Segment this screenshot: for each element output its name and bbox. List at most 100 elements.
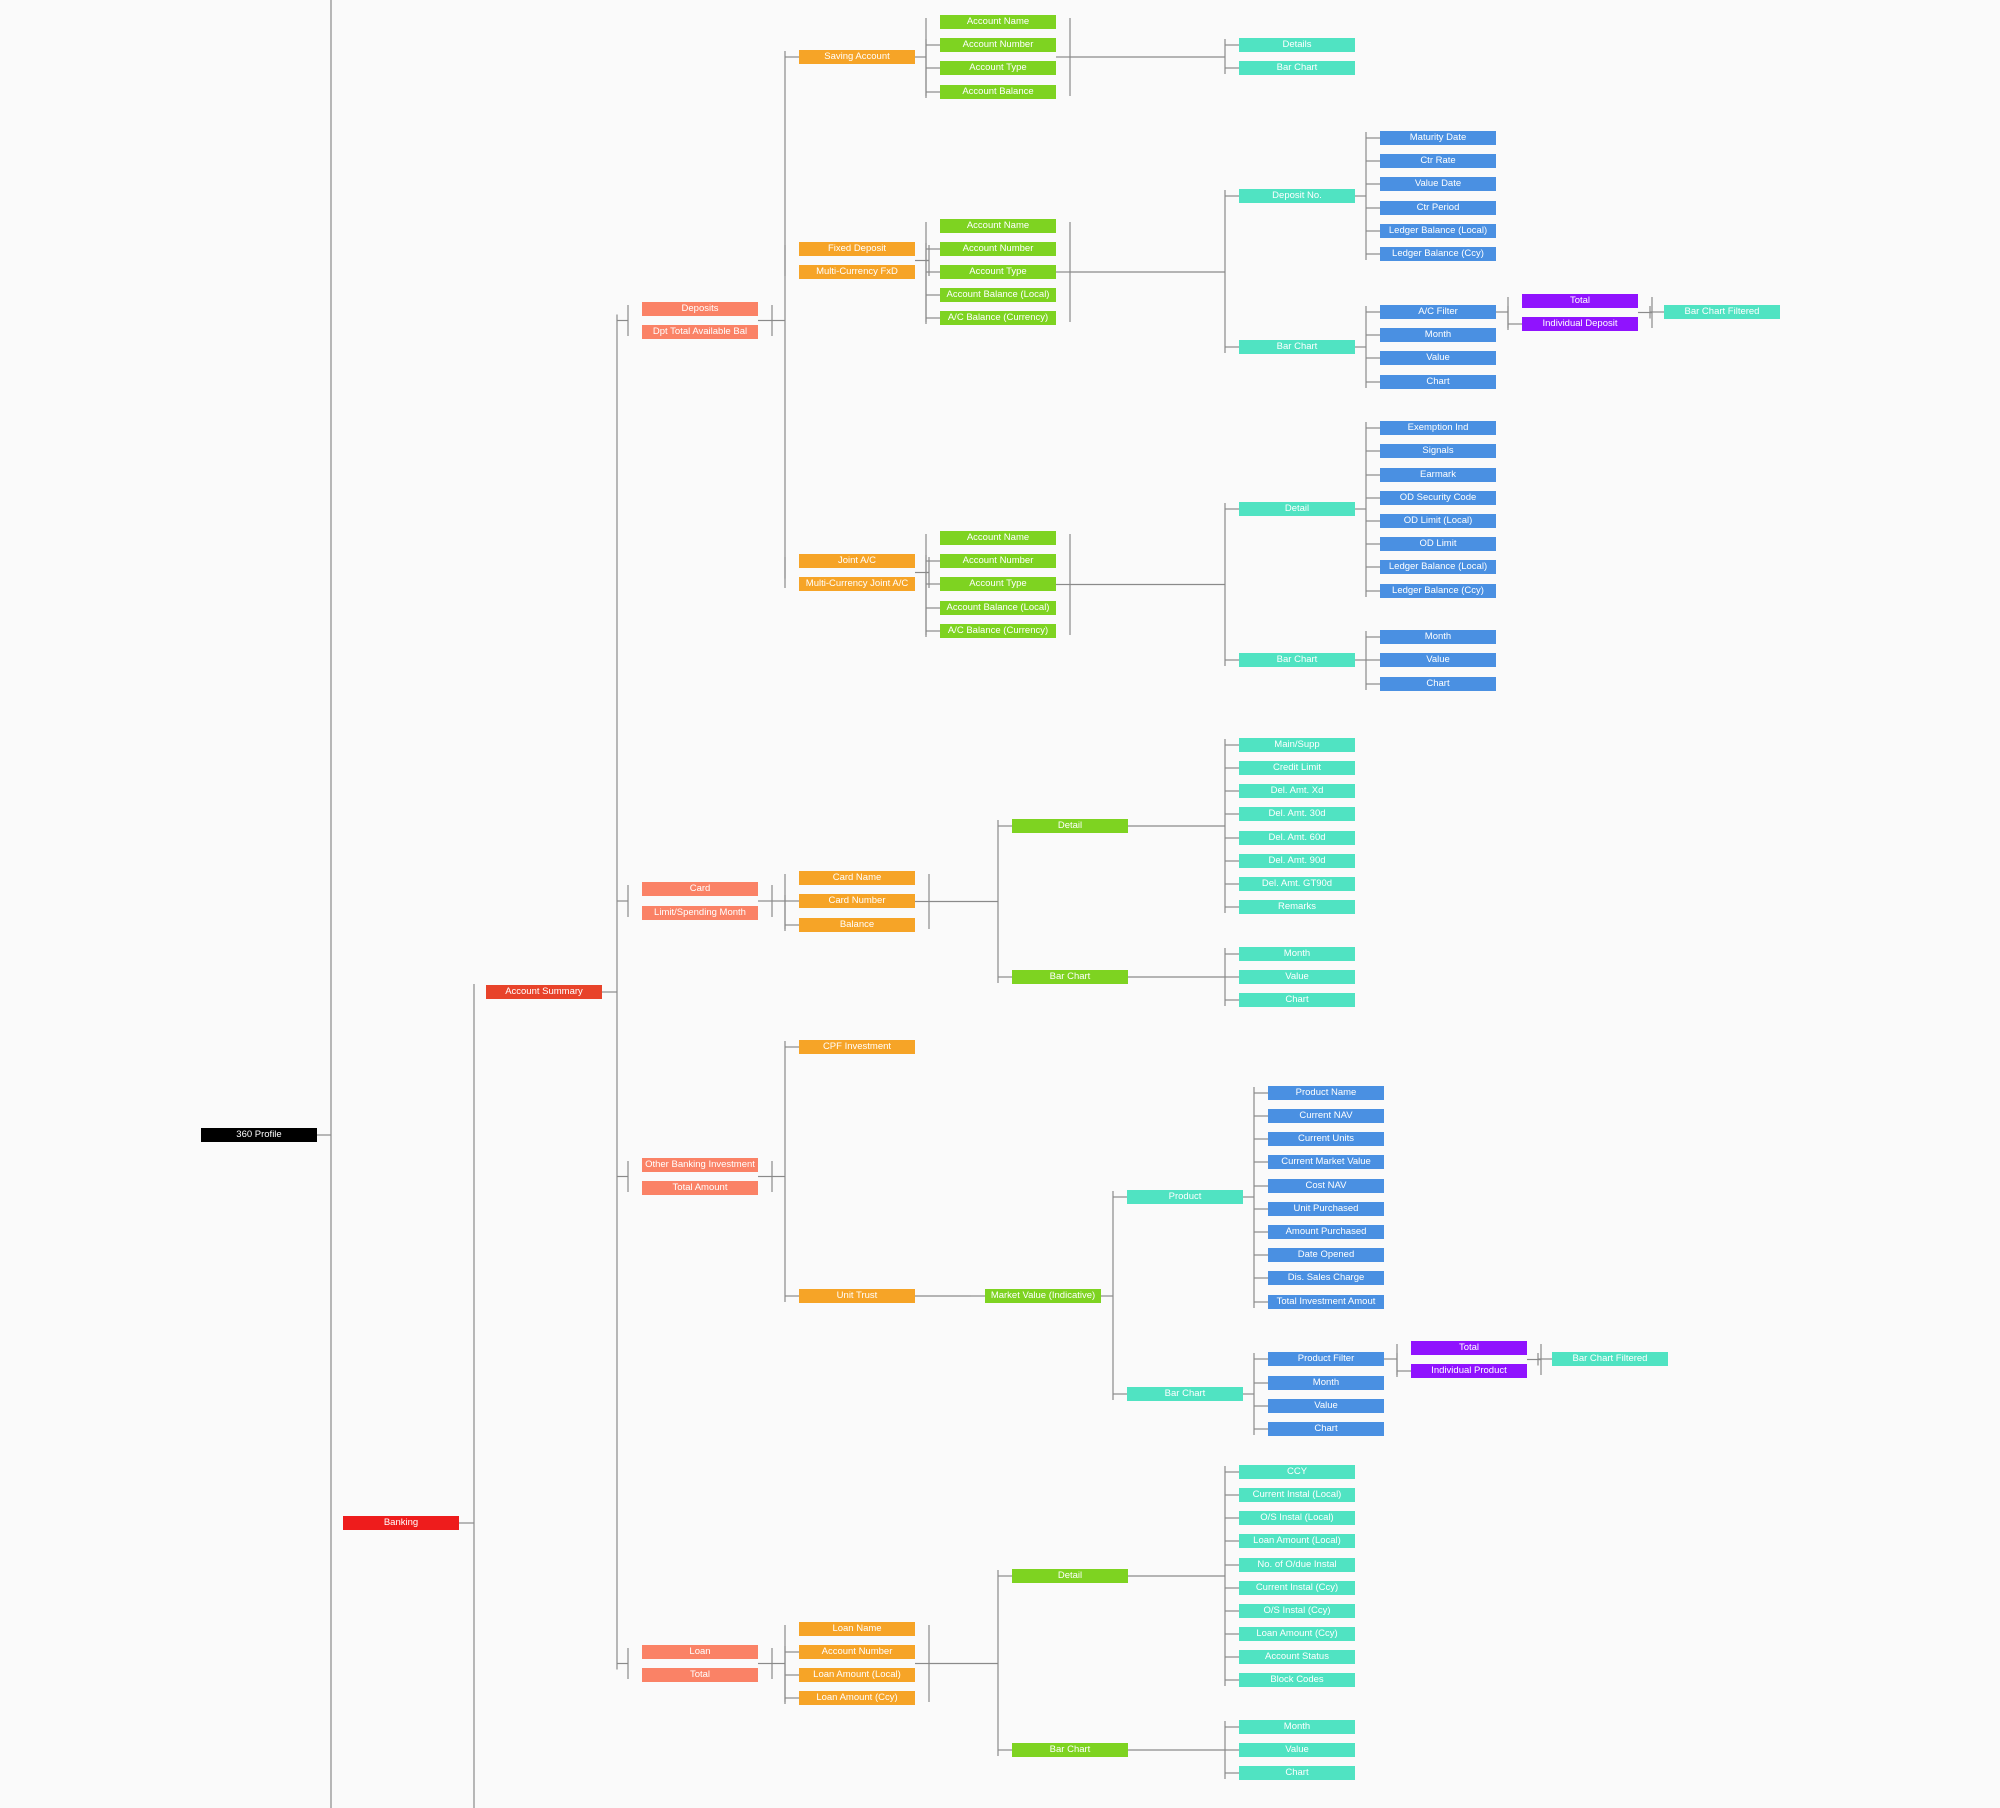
node-ledger-balance-local[interactable]: Ledger Balance (Local) (1380, 560, 1496, 574)
node-value[interactable]: Value (1268, 1399, 1384, 1413)
node-account-name[interactable]: Account Name (940, 531, 1056, 545)
node-account-type[interactable]: Account Type (940, 265, 1056, 279)
node-bar-chart[interactable]: Bar Chart (1239, 340, 1355, 354)
node-value[interactable]: Value (1239, 970, 1355, 984)
node-saving-account[interactable]: Saving Account (799, 50, 915, 64)
node-loan-amount-ccy[interactable]: Loan Amount (Ccy) (1239, 1627, 1355, 1641)
node-loan-amount-ccy[interactable]: Loan Amount (Ccy) (799, 1691, 915, 1705)
node-product-name[interactable]: Product Name (1268, 1086, 1384, 1100)
node-bar-chart[interactable]: Bar Chart (1127, 1387, 1243, 1401)
node-deposits[interactable]: Deposits (642, 302, 758, 316)
node-no-of-o-due-instal[interactable]: No. of O/due Instal (1239, 1558, 1355, 1572)
node-amount-purchased[interactable]: Amount Purchased (1268, 1225, 1384, 1239)
node-individual-deposit[interactable]: Individual Deposit (1522, 317, 1638, 331)
node-loan-amount-local[interactable]: Loan Amount (Local) (799, 1668, 915, 1682)
node-account-number[interactable]: Account Number (940, 38, 1056, 52)
node-o-s-instal-ccy[interactable]: O/S Instal (Ccy) (1239, 1604, 1355, 1618)
node-block-codes[interactable]: Block Codes (1239, 1673, 1355, 1687)
node-360-profile[interactable]: 360 Profile (201, 1128, 317, 1142)
node-individual-product[interactable]: Individual Product (1411, 1364, 1527, 1378)
node-a-c-filter[interactable]: A/C Filter (1380, 305, 1496, 319)
node-card[interactable]: Card (642, 882, 758, 896)
node-deposit-no[interactable]: Deposit No. (1239, 189, 1355, 203)
node-del-amt-gt90d[interactable]: Del. Amt. GT90d (1239, 877, 1355, 891)
node-loan-name[interactable]: Loan Name (799, 1622, 915, 1636)
node-detail[interactable]: Detail (1239, 502, 1355, 516)
node-ledger-balance-ccy[interactable]: Ledger Balance (Ccy) (1380, 584, 1496, 598)
node-ccy[interactable]: CCY (1239, 1465, 1355, 1479)
node-multi-currency-fxd[interactable]: Multi-Currency FxD (799, 265, 915, 279)
node-loan-amount-local[interactable]: Loan Amount (Local) (1239, 1534, 1355, 1548)
node-account-balance-local[interactable]: Account Balance (Local) (940, 288, 1056, 302)
node-value-date[interactable]: Value Date (1380, 177, 1496, 191)
node-unit-trust[interactable]: Unit Trust (799, 1289, 915, 1303)
node-del-amt-30d[interactable]: Del. Amt. 30d (1239, 807, 1355, 821)
node-maturity-date[interactable]: Maturity Date (1380, 131, 1496, 145)
node-month[interactable]: Month (1380, 630, 1496, 644)
node-current-market-value[interactable]: Current Market Value (1268, 1155, 1384, 1169)
node-date-opened[interactable]: Date Opened (1268, 1248, 1384, 1262)
node-account-number[interactable]: Account Number (799, 1645, 915, 1659)
node-current-instal-local[interactable]: Current Instal (Local) (1239, 1488, 1355, 1502)
node-od-limit-local[interactable]: OD Limit (Local) (1380, 514, 1496, 528)
node-banking[interactable]: Banking (343, 1516, 459, 1530)
node-other-banking-investment[interactable]: Other Banking Investment (642, 1158, 758, 1172)
node-total[interactable]: Total (1411, 1341, 1527, 1355)
node-detail[interactable]: Detail (1012, 819, 1128, 833)
node-account-name[interactable]: Account Name (940, 219, 1056, 233)
node-dis-sales-charge[interactable]: Dis. Sales Charge (1268, 1271, 1384, 1285)
node-del-amt-60d[interactable]: Del. Amt. 60d (1239, 831, 1355, 845)
node-bar-chart-filtered[interactable]: Bar Chart Filtered (1664, 305, 1780, 319)
node-detail[interactable]: Detail (1012, 1569, 1128, 1583)
node-ctr-period[interactable]: Ctr Period (1380, 201, 1496, 215)
node-product-filter[interactable]: Product Filter (1268, 1352, 1384, 1366)
node-account-balance[interactable]: Account Balance (940, 85, 1056, 99)
node-chart[interactable]: Chart (1239, 993, 1355, 1007)
node-od-security-code[interactable]: OD Security Code (1380, 491, 1496, 505)
node-value[interactable]: Value (1380, 653, 1496, 667)
node-signals[interactable]: Signals (1380, 444, 1496, 458)
node-current-instal-ccy[interactable]: Current Instal (Ccy) (1239, 1581, 1355, 1595)
node-account-summary[interactable]: Account Summary (486, 985, 602, 999)
node-od-limit[interactable]: OD Limit (1380, 537, 1496, 551)
node-value[interactable]: Value (1239, 1743, 1355, 1757)
node-ctr-rate[interactable]: Ctr Rate (1380, 154, 1496, 168)
node-account-balance-local[interactable]: Account Balance (Local) (940, 601, 1056, 615)
node-ledger-balance-ccy[interactable]: Ledger Balance (Ccy) (1380, 247, 1496, 261)
node-o-s-instal-local[interactable]: O/S Instal (Local) (1239, 1511, 1355, 1525)
node-total-amount[interactable]: Total Amount (642, 1181, 758, 1195)
node-dpt-total-available-bal[interactable]: Dpt Total Available Bal (642, 325, 758, 339)
node-limit-spending-month[interactable]: Limit/Spending Month (642, 906, 758, 920)
node-bar-chart[interactable]: Bar Chart (1239, 653, 1355, 667)
node-month[interactable]: Month (1268, 1376, 1384, 1390)
node-del-amt-xd[interactable]: Del. Amt. Xd (1239, 784, 1355, 798)
node-total[interactable]: Total (1522, 294, 1638, 308)
node-bar-chart[interactable]: Bar Chart (1239, 61, 1355, 75)
node-joint-a-c[interactable]: Joint A/C (799, 554, 915, 568)
node-account-type[interactable]: Account Type (940, 61, 1056, 75)
node-details[interactable]: Details (1239, 38, 1355, 52)
node-main-supp[interactable]: Main/Supp (1239, 738, 1355, 752)
node-market-value-indicative[interactable]: Market Value (Indicative) (985, 1289, 1101, 1303)
node-loan[interactable]: Loan (642, 1645, 758, 1659)
node-bar-chart-filtered[interactable]: Bar Chart Filtered (1552, 1352, 1668, 1366)
node-unit-purchased[interactable]: Unit Purchased (1268, 1202, 1384, 1216)
node-multi-currency-joint-a-c[interactable]: Multi-Currency Joint A/C (799, 577, 915, 591)
node-chart[interactable]: Chart (1239, 1766, 1355, 1780)
node-card-name[interactable]: Card Name (799, 871, 915, 885)
node-account-status[interactable]: Account Status (1239, 1650, 1355, 1664)
node-bar-chart[interactable]: Bar Chart (1012, 970, 1128, 984)
node-chart[interactable]: Chart (1380, 677, 1496, 691)
node-cost-nav[interactable]: Cost NAV (1268, 1179, 1384, 1193)
node-month[interactable]: Month (1239, 947, 1355, 961)
node-a-c-balance-currency[interactable]: A/C Balance (Currency) (940, 311, 1056, 325)
node-month[interactable]: Month (1239, 1720, 1355, 1734)
node-account-type[interactable]: Account Type (940, 577, 1056, 591)
node-current-units[interactable]: Current Units (1268, 1132, 1384, 1146)
node-exemption-ind[interactable]: Exemption Ind (1380, 421, 1496, 435)
node-chart[interactable]: Chart (1380, 375, 1496, 389)
node-balance[interactable]: Balance (799, 918, 915, 932)
node-cpf-investment[interactable]: CPF Investment (799, 1040, 915, 1054)
node-account-number[interactable]: Account Number (940, 554, 1056, 568)
node-card-number[interactable]: Card Number (799, 894, 915, 908)
